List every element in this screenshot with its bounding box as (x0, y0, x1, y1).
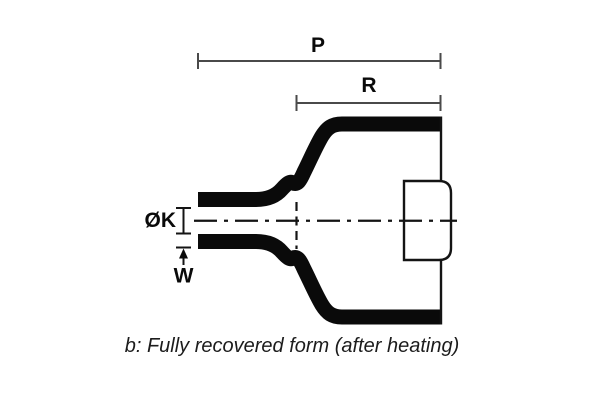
inner-plug-outline (402, 179, 453, 262)
wall-thickness-label: W (174, 265, 194, 288)
diameter-k-label: ØK (145, 209, 177, 232)
dimension-r-label: R (361, 74, 376, 97)
dimension-p (197, 53, 442, 69)
boot-bottom-wall (198, 234, 441, 325)
figure-caption: b: Fully recovered form (after heating) (125, 335, 460, 357)
boot-body (194, 116, 457, 325)
dimension-p-label: P (311, 34, 325, 57)
boot-top-wall (198, 116, 441, 207)
up-arrow-icon (179, 248, 188, 259)
dimension-r (295, 95, 442, 111)
dimension-diameter-k (176, 207, 191, 235)
dimension-w (176, 246, 191, 265)
